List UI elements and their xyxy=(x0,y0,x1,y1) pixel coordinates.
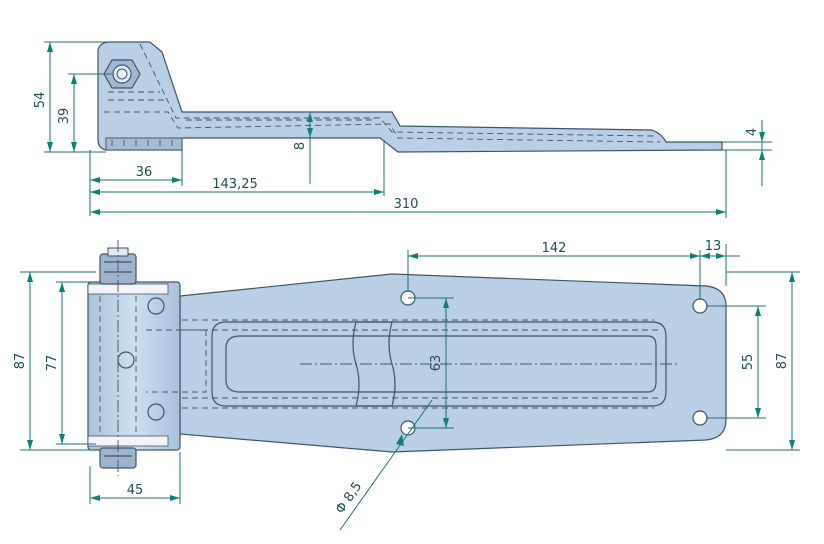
dim-height-total: 54 xyxy=(33,92,48,109)
knuckle-base xyxy=(105,137,183,151)
dim-left-height-outer: 87 xyxy=(13,353,28,370)
dim-bend-position: 143,25 xyxy=(212,177,258,192)
hidden-contour-2 xyxy=(139,43,655,137)
top-view: 54 39 8 4 36 143,25 310 xyxy=(33,41,772,218)
front-view: 87 77 63 142 13 55 87 45 Φ 8,5 xyxy=(13,239,800,531)
mount-hole xyxy=(692,298,708,314)
dim-hole-spacing: 63 xyxy=(429,355,444,372)
dim-offset: 8 xyxy=(293,142,308,150)
dim-hole-distance-x: 142 xyxy=(542,241,567,256)
dimension-lines-top xyxy=(44,41,772,218)
plate-rib xyxy=(211,321,667,407)
dim-right-height: 87 xyxy=(775,353,790,370)
knuckle-band xyxy=(87,435,169,447)
dim-hole-diameter: Φ 8,5 xyxy=(333,479,365,516)
dim-edge-distance: 13 xyxy=(705,239,722,254)
mount-hole xyxy=(692,410,708,426)
dim-left-height-inner: 77 xyxy=(45,355,60,372)
hinge-plate xyxy=(179,273,727,453)
dim-plate-thickness: 4 xyxy=(745,128,760,136)
dim-knuckle-length: 45 xyxy=(127,483,144,498)
hidden-contour xyxy=(104,111,661,143)
dim-height-axis: 39 xyxy=(57,108,72,125)
hidden-contour-3 xyxy=(108,91,374,121)
hinge-knuckle-front xyxy=(87,281,181,451)
break-line xyxy=(352,321,396,407)
bolt-head xyxy=(103,59,141,89)
knuckle-band xyxy=(87,283,169,295)
dim-overall-length: 310 xyxy=(394,197,419,212)
dim-knuckle-width: 36 xyxy=(136,165,153,180)
dimension-lines-front xyxy=(20,244,800,531)
dim-right-hole-spacing: 55 xyxy=(741,354,756,371)
